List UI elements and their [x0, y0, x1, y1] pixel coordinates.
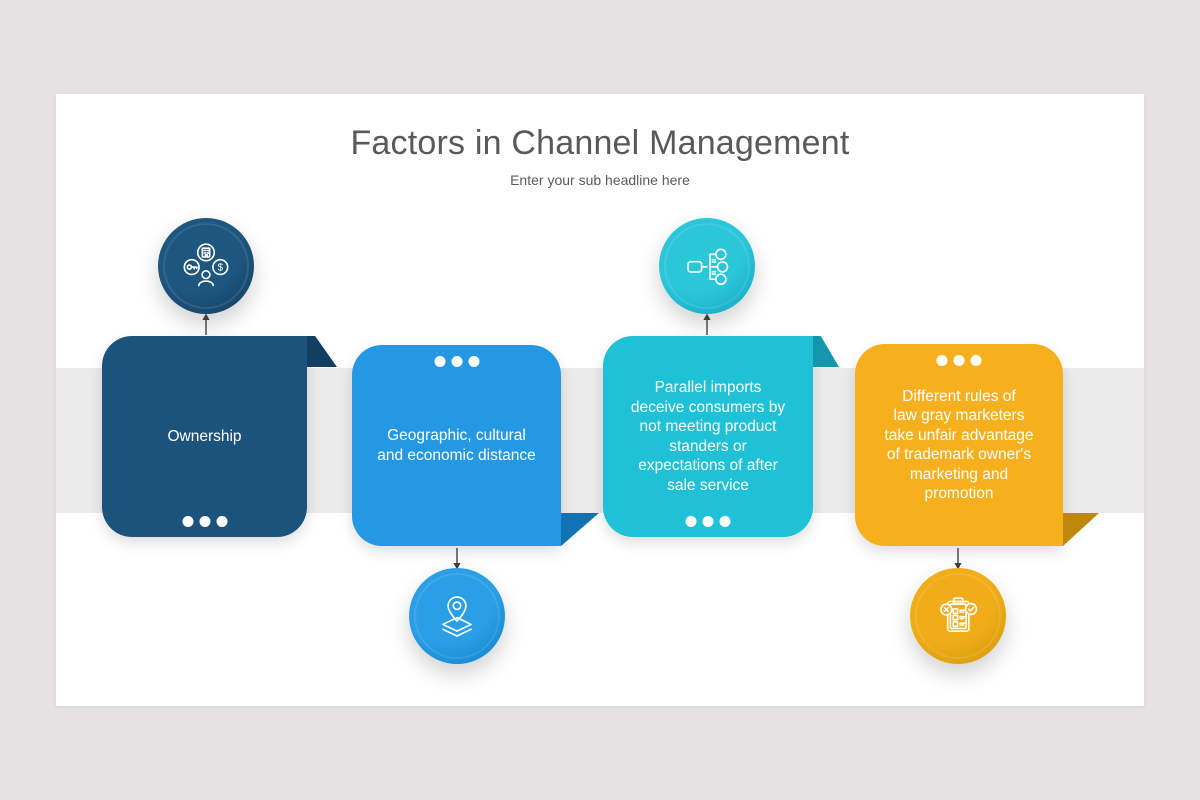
slide-title: Factors in Channel Management [350, 124, 850, 162]
distribution-network-icon [687, 248, 729, 286]
slide-subtitle: Enter your sub headline here [510, 172, 690, 188]
distribution-network-icon-badge [659, 218, 755, 314]
factor-card-geographic-distance: Geographic, cultural and economic distan… [352, 345, 561, 546]
card-fold-corner [561, 513, 599, 546]
card-fold-corner [1063, 513, 1099, 546]
factor-card-parallel-imports: Parallel imports deceive consumers by no… [603, 336, 813, 537]
regulations-checklist-icon [940, 597, 978, 632]
factor-card-rules-of-law: Different rules of law gray marketers ta… [855, 344, 1063, 546]
card-fold-corner [307, 336, 337, 367]
card-dots [936, 355, 982, 366]
card-dots [685, 516, 731, 527]
location-layers-icon [442, 596, 472, 637]
factor-card-label: Ownership [167, 427, 242, 445]
svg-text:$: $ [218, 262, 224, 273]
location-layers-icon-badge [409, 568, 505, 664]
connector-arrow-up [202, 313, 210, 335]
factor-card-label: Different rules of law gray marketers ta… [884, 387, 1034, 503]
card-dots [434, 356, 479, 367]
factor-card-ownership: Ownership [102, 336, 307, 537]
ownership-icon: $ [183, 243, 229, 287]
connector-arrow-down [453, 548, 461, 570]
ownership-icon-badge: $ [158, 218, 254, 314]
connector-arrow-down [954, 548, 962, 570]
regulations-checklist-icon-badge [910, 568, 1006, 664]
card-fold-corner [813, 336, 839, 367]
factor-card-label: Geographic, cultural and economic distan… [377, 427, 536, 464]
card-dots [182, 516, 227, 527]
slide-canvas: Factors in Channel Management Enter your… [56, 94, 1144, 706]
factor-card-label: Parallel imports deceive consumers by no… [630, 379, 786, 494]
connector-arrow-up [703, 313, 711, 335]
